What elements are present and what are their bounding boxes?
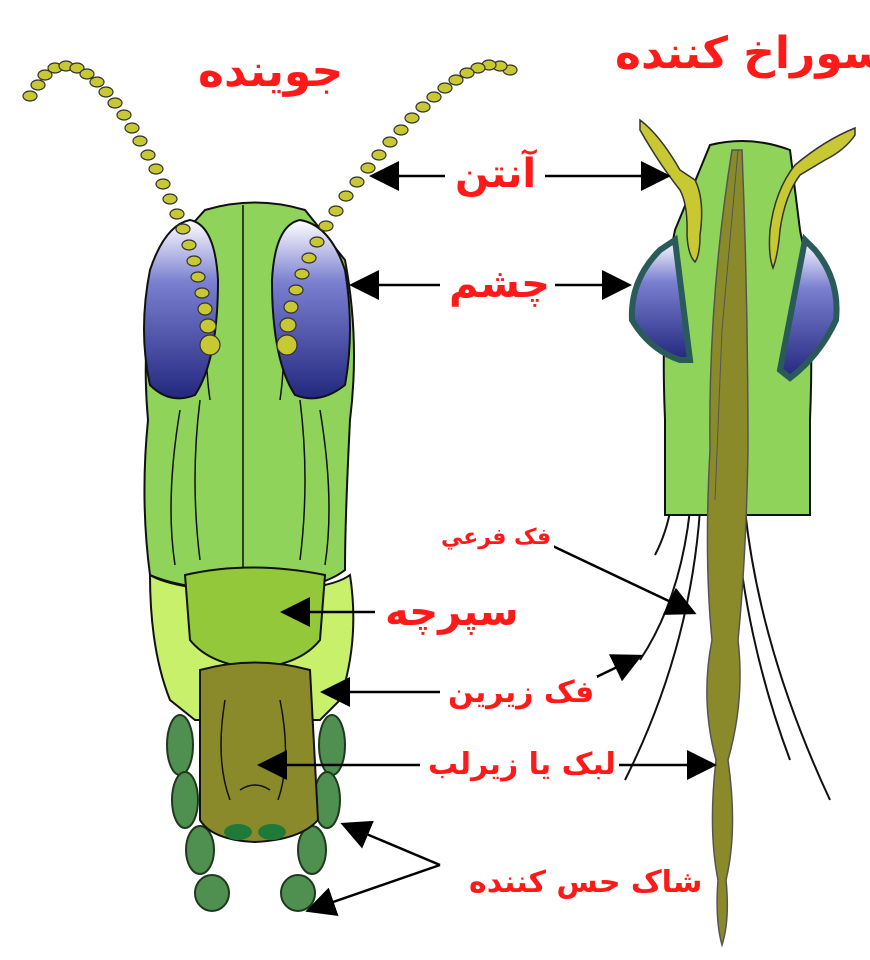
labrum-shape <box>185 568 325 669</box>
label-mandible: فک زیرین <box>445 676 597 710</box>
piercing-head <box>625 120 855 945</box>
right-compound-eye <box>272 220 350 398</box>
label-labrum: سپرچه <box>382 590 522 634</box>
label-labium: لبک یا زیرلب <box>425 748 619 782</box>
mandible-right-tip <box>258 824 286 840</box>
title-piercing: سوراخ کننده <box>612 30 870 78</box>
label-palps: شاک حس کننده <box>466 866 705 900</box>
label-antenna: آنتن <box>452 152 539 196</box>
title-chewing: جوینده <box>195 48 346 96</box>
label-maxilla: فک فرعي <box>438 525 554 551</box>
chewing-head <box>23 60 517 911</box>
mandible-left-tip <box>224 824 252 840</box>
label-eye: چشم <box>446 262 553 306</box>
labium-shape <box>200 663 318 843</box>
